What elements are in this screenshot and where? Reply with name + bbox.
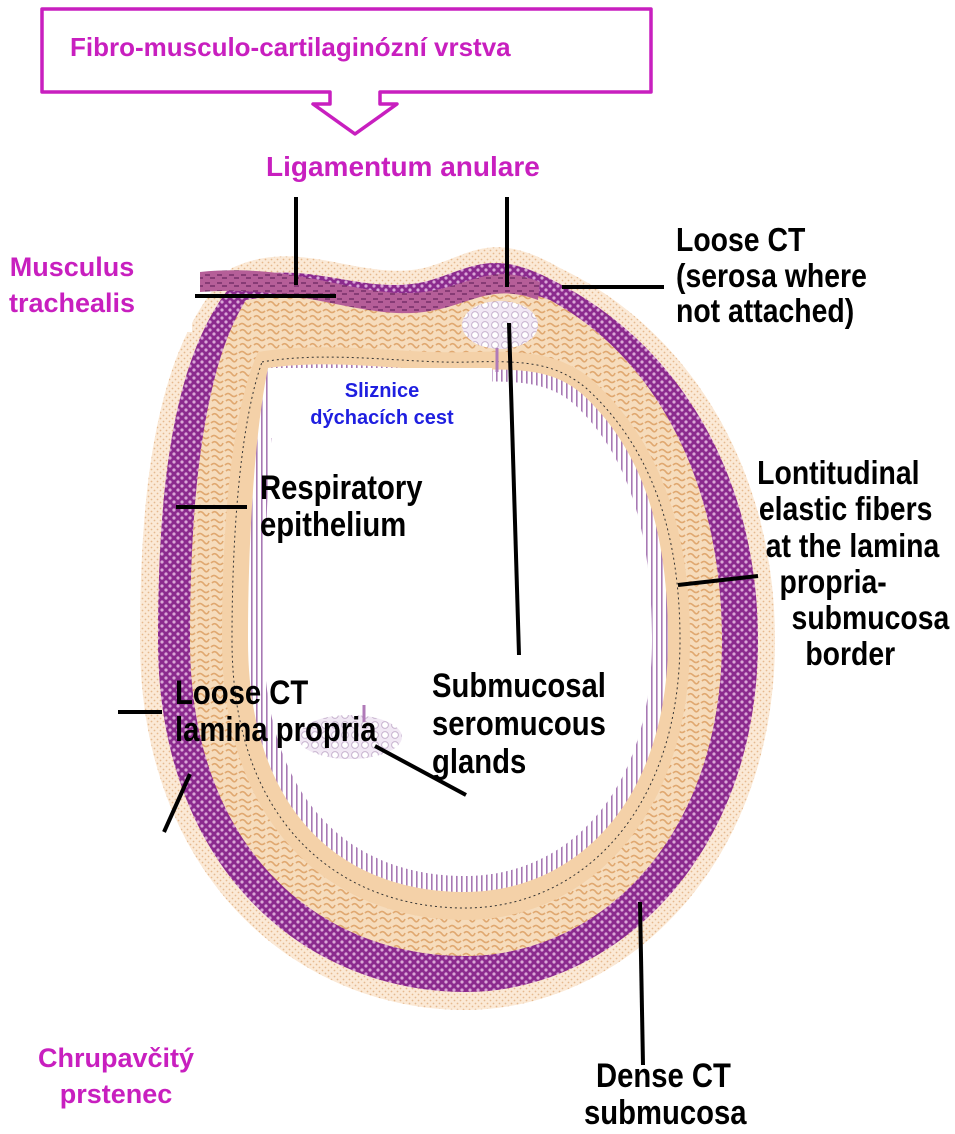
- sliznice-line-1: Sliznice: [282, 378, 482, 405]
- submucosal-glands-label: Submucosal seromucous glands: [432, 667, 606, 781]
- glands-line-1: Submucosal: [432, 667, 606, 705]
- long-line-5: submucosa: [792, 600, 950, 636]
- long-line-6: border: [805, 636, 949, 672]
- long-line-4: propria-: [780, 564, 950, 600]
- loose-ct-serosa-label: Loose CT (serosa where not attached): [676, 222, 867, 329]
- musculus-trachealis-label: Musculus trachealis: [9, 253, 135, 318]
- tracheal-lumen: [264, 377, 652, 876]
- glands-line-2: seromucous: [432, 705, 606, 743]
- chrup-line-2: prstenec: [38, 1076, 194, 1112]
- dense-line-2: submucosa: [584, 1095, 746, 1132]
- upper-submucosal-glands: [462, 301, 538, 349]
- callout-box-text: Fibro-musculo-cartilaginózní vrstva: [70, 34, 511, 61]
- ligamentum-anulare-label: Ligamentum anulare: [266, 152, 540, 181]
- long-line-2: elastic fibers: [759, 491, 949, 527]
- serosa-line-2: (serosa where: [676, 258, 867, 294]
- dense-ct-submucosa-label: Dense CT submucosa: [584, 1058, 746, 1131]
- musculus-line-2: trachealis: [9, 289, 135, 317]
- sliznice-label: Sliznice dýchacích cest: [282, 378, 482, 432]
- long-line-3: at the lamina: [766, 528, 950, 564]
- resp-line-2: epithelium: [260, 507, 423, 544]
- callout-box-outline: [42, 9, 651, 134]
- chrup-line-1: Chrupavčitý: [38, 1040, 194, 1076]
- longitudinal-fibers-label: Lontitudinal elastic fibers at the lamin…: [752, 455, 949, 673]
- lamina-line-2: lamina propria: [175, 712, 376, 749]
- long-line-1: Lontitudinal: [757, 455, 949, 491]
- lamina-line-1: Loose CT: [175, 675, 376, 712]
- serosa-line-1: Loose CT: [676, 222, 867, 258]
- serosa-line-3: not attached): [676, 293, 867, 329]
- glands-line-3: glands: [432, 743, 606, 781]
- loose-ct-lamina-propria-label: Loose CT lamina propria: [175, 675, 376, 750]
- respiratory-epithelium-label: Respiratory epithelium: [260, 470, 423, 543]
- chrupavcity-prstenec-label: Chrupavčitý prstenec: [38, 1040, 194, 1113]
- resp-line-1: Respiratory: [260, 470, 423, 507]
- musculus-line-1: Musculus: [9, 253, 135, 281]
- dense-line-1: Dense CT: [596, 1058, 746, 1095]
- sliznice-line-2: dýchacích cest: [282, 405, 482, 432]
